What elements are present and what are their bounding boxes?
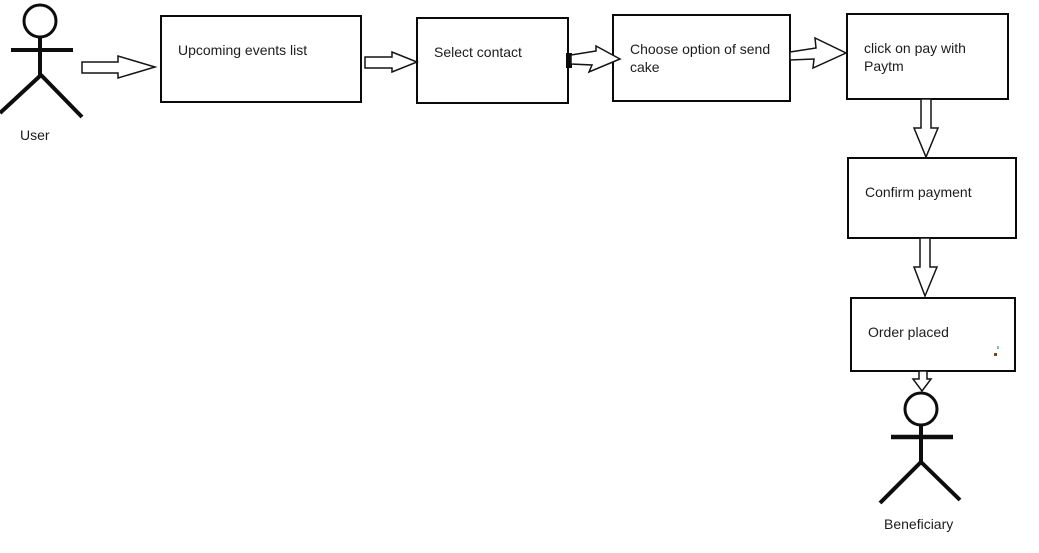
node-order-placed: Order placed <box>850 297 1016 372</box>
node-click-pay-with-paytm: click on pay with Paytm <box>846 13 1009 100</box>
node-upcoming-events-list: Upcoming events list <box>160 15 362 103</box>
block-arrow-icon-confirm-to-order <box>912 237 939 299</box>
block-arrow-icon-user-to-upcoming <box>81 54 158 80</box>
node-label: Order placed <box>868 324 949 340</box>
beneficiary-stick-figure-icon <box>878 391 962 505</box>
block-arrow-icon-pay-to-confirm <box>912 98 940 159</box>
user-actor-label: User <box>20 127 50 143</box>
node-label: Upcoming events list <box>178 42 308 58</box>
beneficiary-actor-label: Beneficiary <box>884 516 954 532</box>
node-confirm-payment: Confirm payment <box>847 157 1017 239</box>
node-label: Confirm payment <box>865 184 972 200</box>
node-choose-option-send-cake: Choose option of send cake <box>612 14 791 102</box>
block-arrow-icon-choose-to-pay <box>789 36 848 70</box>
block-arrow-icon-upcoming-to-select <box>364 50 420 74</box>
node-label: click on pay with Paytm <box>864 40 966 74</box>
node-label: Select contact <box>434 44 522 60</box>
node-label: Choose option of send cake <box>630 41 771 75</box>
user-stick-figure-icon <box>0 3 84 119</box>
node-select-contact: Select contact <box>416 17 569 104</box>
